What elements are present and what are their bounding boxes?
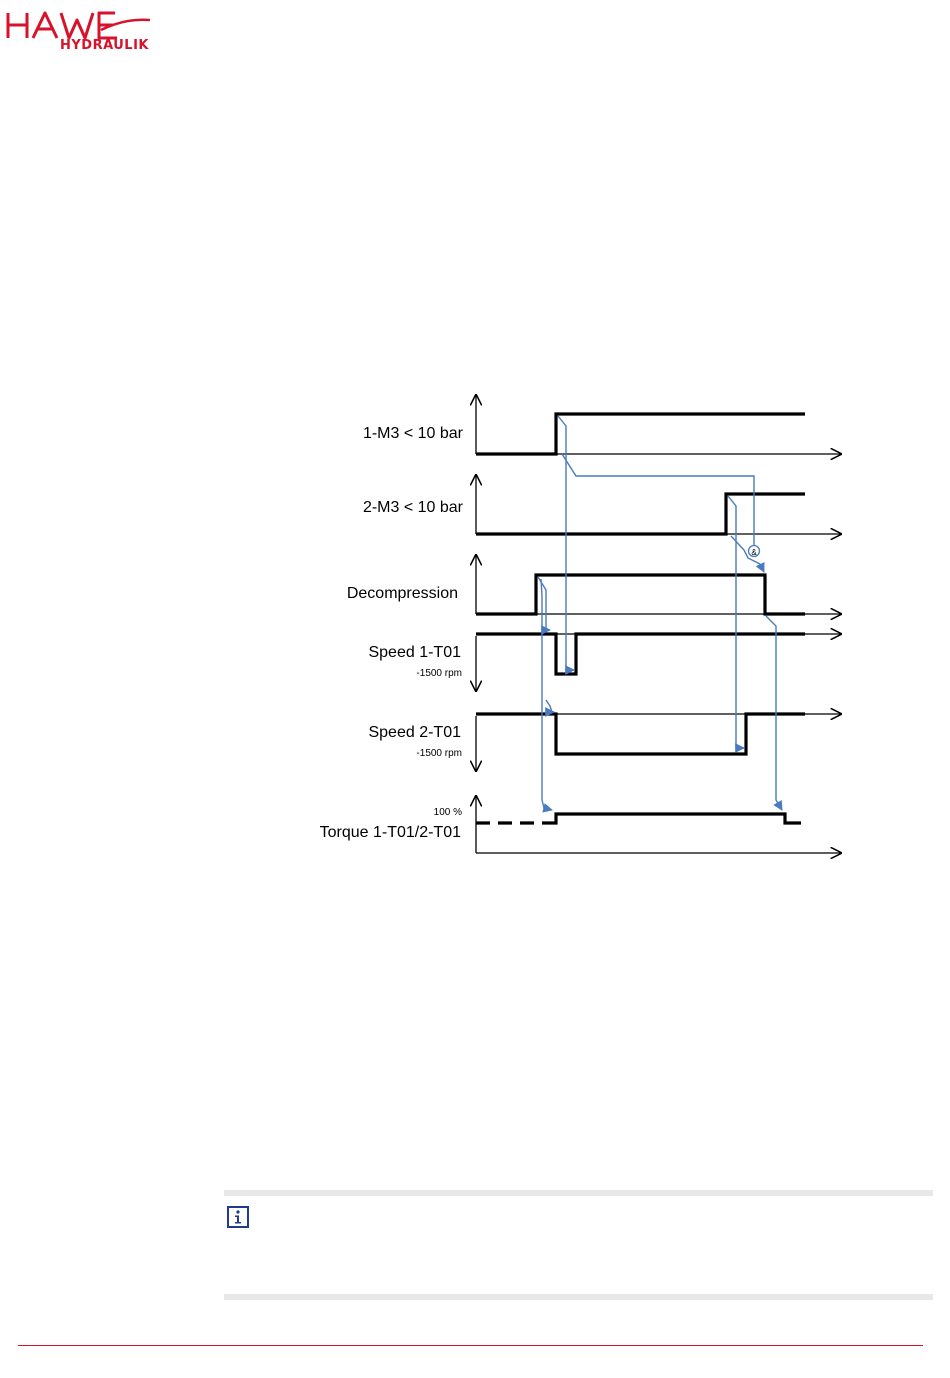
signal-trace bbox=[553, 814, 801, 823]
arrow-decomp-to-speed1 bbox=[538, 577, 550, 630]
info-icon bbox=[227, 1206, 249, 1228]
signal-label: Speed 1-T01 bbox=[368, 644, 461, 661]
signal-trace bbox=[476, 714, 805, 754]
signal-row-1: 1-M3 < 10 bar bbox=[363, 394, 842, 454]
signal-label: 1-M3 < 10 bar bbox=[363, 425, 464, 442]
footer-divider bbox=[18, 1345, 923, 1346]
signal-trace bbox=[476, 634, 805, 674]
signal-row-4: Speed 1-T01 -1500 rpm bbox=[368, 634, 842, 692]
signal-trace bbox=[476, 494, 805, 534]
signal-label: Speed 2-T01 bbox=[368, 724, 461, 741]
info-note bbox=[224, 1190, 933, 1300]
arrow-to-speed2 bbox=[546, 700, 554, 712]
and-marker-symbol: & bbox=[751, 548, 757, 557]
signal-sublabel: 100 % bbox=[434, 807, 462, 818]
info-glyph bbox=[229, 1208, 247, 1226]
signal-label: 2-M3 < 10 bar bbox=[363, 499, 464, 516]
and-marker: & bbox=[749, 546, 760, 558]
signal-label: Decompression bbox=[347, 585, 458, 602]
signal-row-6: 100 % Torque 1-T01/2-T01 bbox=[320, 795, 842, 853]
signal-sublabel: -1500 rpm bbox=[416, 668, 462, 679]
signal-row-2: 2-M3 < 10 bar bbox=[363, 474, 842, 534]
signal-row-3: Decompression bbox=[347, 554, 842, 614]
signal-label: Torque 1-T01/2-T01 bbox=[320, 824, 462, 841]
signal-row-5: Speed 2-T01 -1500 rpm bbox=[368, 714, 842, 772]
signal-trace bbox=[476, 575, 805, 614]
signal-sublabel: -1500 rpm bbox=[416, 748, 462, 759]
signal-trace bbox=[476, 414, 805, 454]
